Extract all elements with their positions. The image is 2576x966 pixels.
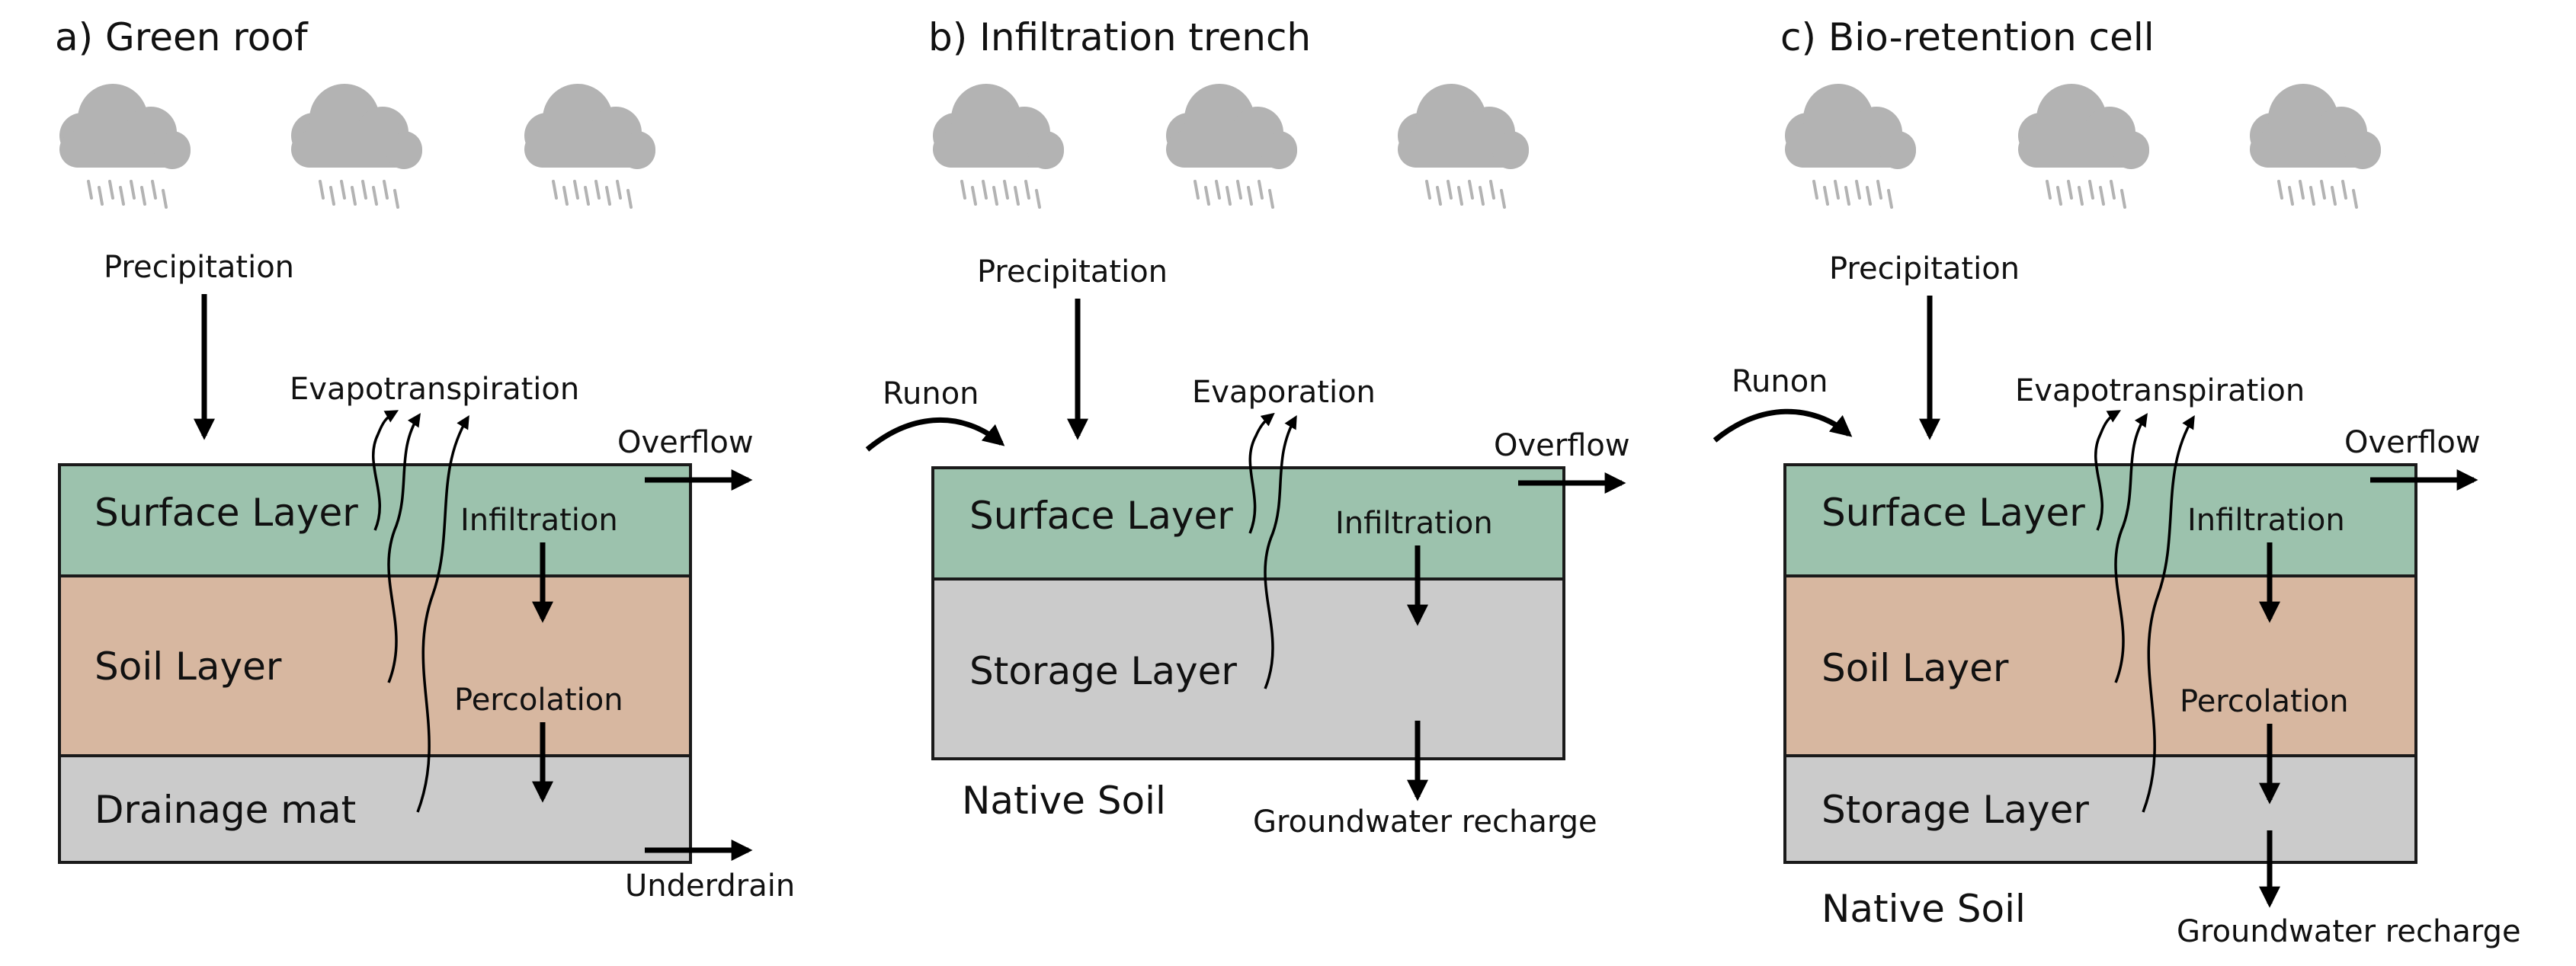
percolation-label: Percolation (454, 683, 623, 718)
runon-label: Runon (1732, 364, 1828, 399)
evaporation-arrow (1248, 412, 1275, 534)
infiltration-label: Infiltration (2187, 503, 2345, 538)
rain-cloud-icon (291, 84, 422, 169)
rain-drops-icon (1425, 180, 1506, 209)
runon-arrow (865, 417, 1005, 452)
rain-cloud-icon (1785, 84, 1916, 169)
precipitation-label: Precipitation (977, 254, 1168, 289)
storage-layer-label: Storage Layer (1821, 788, 2089, 832)
surface-layer-label: Surface Layer (1821, 491, 2085, 535)
panel-title: b) Infiltration trench (928, 15, 1311, 59)
evapotranspiration-arrow (387, 413, 421, 683)
percolation-label: Percolation (2180, 684, 2349, 719)
rain-cloud-icon (59, 84, 191, 169)
underdrain-label: Underdrain (625, 868, 795, 904)
storage-layer (1783, 754, 2417, 864)
surface-layer-label: Surface Layer (969, 494, 1233, 538)
evapotranspiration-arrow (2114, 413, 2148, 683)
infiltration-label: Infiltration (460, 503, 618, 538)
evapotranspiration-arrow (2142, 415, 2195, 813)
rain-cloud-icon (524, 84, 655, 169)
storage-layer (931, 577, 1565, 760)
soil-layer-label: Soil Layer (1821, 646, 2009, 690)
storage-layer-label: Storage Layer (969, 649, 1237, 693)
panel-title: a) Green roof (55, 15, 309, 59)
native-soil-label: Native Soil (1821, 887, 2026, 931)
evapotranspiration-arrow (371, 410, 399, 531)
evaporation-label: Evaporation (1192, 375, 1376, 410)
rain-drops-icon (1812, 180, 1893, 209)
rain-cloud-icon (2018, 84, 2149, 169)
panel-title: c) Bio-retention cell (1780, 15, 2155, 59)
rain-drops-icon (552, 180, 633, 209)
soil-layer-label: Soil Layer (95, 645, 282, 689)
drainage-mat-label: Drainage mat (95, 788, 356, 832)
rain-cloud-icon (933, 84, 1064, 169)
evaporation-arrow (1264, 414, 1297, 689)
overflow-label: Overflow (1494, 428, 1630, 463)
evapotranspiration-arrow (416, 415, 469, 813)
rain-drops-icon (2046, 180, 2126, 209)
rain-drops-icon (87, 180, 168, 209)
precipitation-label: Precipitation (1829, 251, 2020, 286)
panel-bio-retention-cell: c) Bio-retention cell Precipitation Runo… (1713, 15, 2521, 949)
rain-drops-icon (1193, 180, 1274, 209)
panel-green-roof: a) Green roof Precipitation Surface Laye… (55, 15, 795, 904)
runon-label: Runon (883, 376, 979, 411)
rain-cloud-icon (2250, 84, 2381, 169)
rain-drops-icon (2277, 180, 2358, 209)
runon-arrow (1713, 408, 1853, 443)
soil-layer (58, 574, 692, 757)
groundwater-recharge-label: Groundwater recharge (2177, 914, 2521, 949)
native-soil-label: Native Soil (962, 779, 1166, 823)
drainage-mat-layer (58, 754, 692, 864)
evapotranspiration-arrow (2094, 410, 2122, 531)
groundwater-recharge-label: Groundwater recharge (1253, 804, 1597, 840)
evapotranspiration-label: Evapotranspiration (290, 372, 579, 407)
panel-infiltration-trench: b) Infiltration trench Precipitation Run… (865, 15, 1630, 840)
surface-layer-label: Surface Layer (95, 491, 358, 535)
rain-cloud-icon (1398, 84, 1529, 169)
rain-cloud-icon (1166, 84, 1297, 169)
infiltration-label: Infiltration (1335, 506, 1493, 541)
overflow-label: Overflow (2344, 425, 2481, 460)
rain-drops-icon (319, 180, 399, 209)
precipitation-label: Precipitation (104, 250, 294, 285)
soil-layer (1783, 574, 2417, 757)
rain-drops-icon (960, 180, 1041, 209)
evapotranspiration-label: Evapotranspiration (2015, 373, 2305, 408)
overflow-label: Overflow (617, 425, 754, 460)
